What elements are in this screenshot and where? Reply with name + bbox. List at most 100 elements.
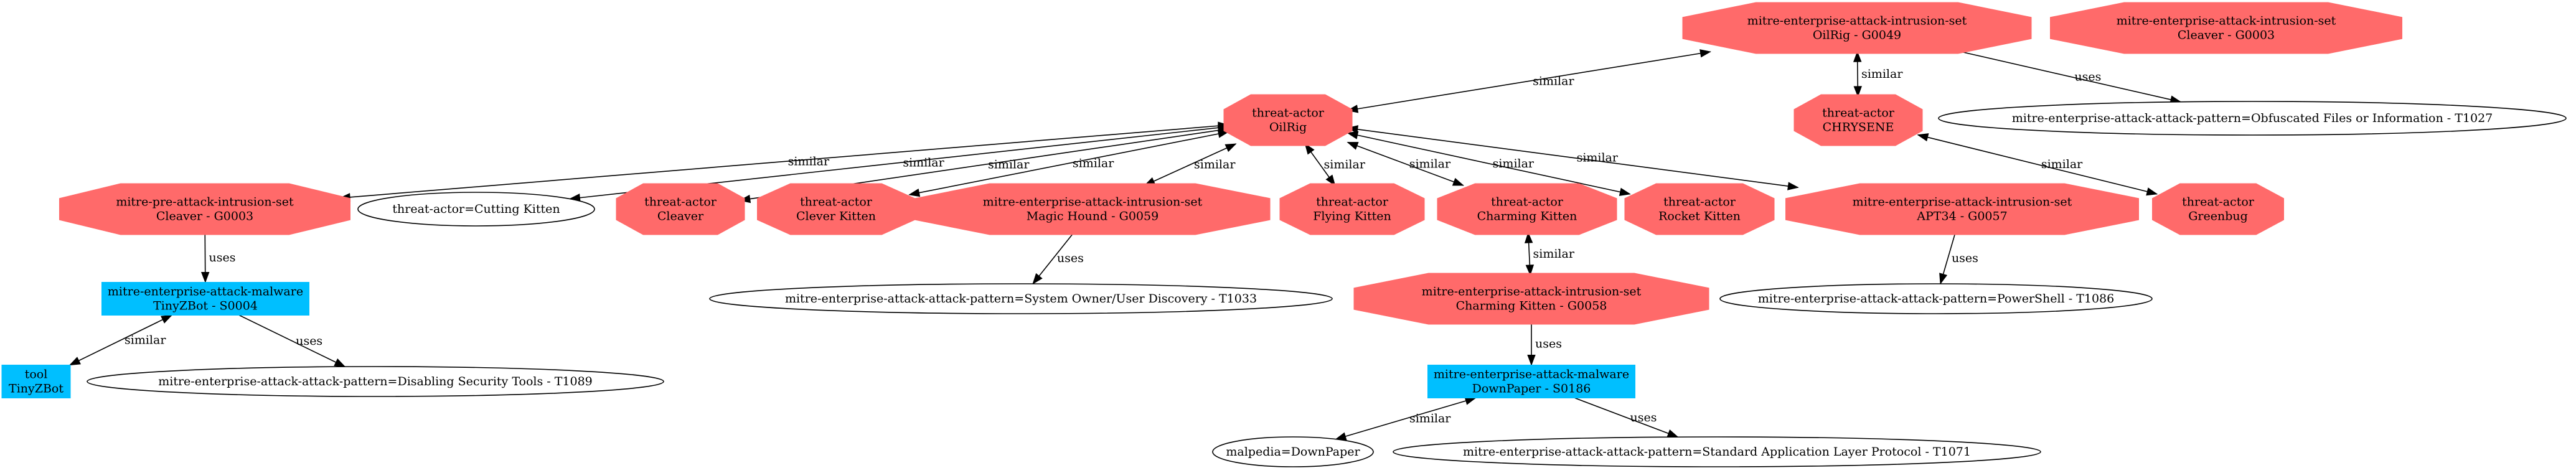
arrowhead: [1525, 265, 1535, 276]
edge-ta_oilrig-to-ta_clever_kitten: [908, 129, 1229, 197]
edge-label: similar: [2041, 157, 2083, 171]
node-shape: [59, 183, 350, 235]
edge-mal_downpaper-to-malpedia_downpaper: [1335, 396, 1477, 441]
edge-line: [1960, 51, 2181, 103]
node-name-label: Cleaver: [657, 210, 704, 223]
edge-line: [1917, 134, 2158, 195]
node-malpedia-downpaper[interactable]: malpedia=DownPaper: [1212, 436, 1374, 467]
node-name-label: Charming Kitten: [1477, 210, 1577, 223]
node-name-label: Rocket Kitten: [1658, 210, 1741, 223]
node-shape: [2152, 183, 2284, 235]
node-name-label: mitre-enterprise-attack-attack-pattern=O…: [2012, 111, 2493, 125]
node-shape: [1719, 283, 2153, 314]
edge-line: [340, 124, 1229, 199]
edge-charming_kitten_g0058-to-mal_downpaper: [1527, 322, 1536, 366]
node-shape: [757, 183, 915, 235]
node-shape: [1279, 183, 1425, 235]
arrowhead: [2146, 187, 2158, 196]
node-shape: [1353, 273, 1709, 325]
arrowhead: [1917, 133, 1929, 142]
arrowhead: [1032, 273, 1043, 285]
node-type-label: threat-actor: [1822, 106, 1895, 120]
edge-line: [1347, 132, 1630, 195]
node-magic-hound[interactable]: mitre-enterprise-attack-intrusion-setMag…: [914, 183, 1271, 235]
edge-label: similar: [1409, 412, 1451, 426]
edge-label: similar: [788, 155, 830, 169]
node-name-label: malpedia=DownPaper: [1226, 445, 1360, 459]
node-name-label: APT34 - G0057: [1916, 210, 2007, 223]
arrowhead: [1666, 429, 1679, 438]
node-type-label: mitre-pre-attack-intrusion-set: [116, 195, 294, 209]
arrowhead: [68, 357, 81, 366]
node-name-label: TinyZBot - S0004: [153, 299, 258, 313]
edge-label: uses: [1630, 411, 1657, 424]
edge-apt34-to-ap_t1086: [1939, 232, 1956, 285]
node-ap-t1089[interactable]: mitre-enterprise-attack-attack-pattern=D…: [87, 366, 664, 397]
arrowhead: [200, 271, 210, 283]
edge-label: similar: [1861, 67, 1903, 81]
node-charming-kitten-g0058[interactable]: mitre-enterprise-attack-intrusion-setCha…: [1353, 273, 1709, 325]
node-mal-tinyzbot[interactable]: mitre-enterprise-attack-malwareTinyZBot …: [101, 282, 309, 316]
node-name-label: OilRig - G0049: [1813, 29, 1901, 42]
node-shape: [914, 183, 1271, 235]
node-shape: [1223, 94, 1353, 146]
edge-line: [1347, 127, 1798, 188]
node-ap-t1071[interactable]: mitre-enterprise-attack-attack-pattern=S…: [1393, 436, 2041, 467]
node-type-label: mitre-enterprise-attack-intrusion-set: [2117, 14, 2336, 28]
edge-line: [1144, 143, 1236, 186]
arrowhead: [1452, 177, 1464, 186]
node-type-label: tool: [25, 368, 48, 382]
node-cleaver-g0003-ent[interactable]: mitre-enterprise-attack-intrusion-setCle…: [2050, 2, 2402, 54]
node-ap-t1027[interactable]: mitre-enterprise-attack-attack-pattern=O…: [1938, 101, 2567, 136]
node-shape: [357, 192, 595, 227]
node-name-label: Cleaver - G0003: [156, 210, 253, 223]
node-type-label: mitre-enterprise-attack-malware: [1434, 368, 1629, 382]
node-ta-cutting-kitten[interactable]: threat-actor=Cutting Kitten: [357, 192, 595, 227]
node-type-label: threat-actor: [1252, 106, 1325, 120]
arrowhead: [1619, 187, 1631, 196]
node-type-label: threat-actor: [2182, 195, 2255, 209]
edge-label: similar: [1073, 156, 1114, 170]
node-shape: [1682, 2, 2032, 54]
node-type-label: mitre-enterprise-attack-intrusion-set: [1747, 14, 1967, 28]
nodes-layer: mitre-enterprise-attack-intrusion-setOil…: [1, 2, 2567, 467]
node-oilrig-g0049[interactable]: mitre-enterprise-attack-intrusion-setOil…: [1682, 2, 2032, 54]
edge-line: [909, 131, 1229, 195]
node-shape: [616, 183, 745, 235]
edge-line: [1335, 397, 1476, 440]
node-apt34[interactable]: mitre-enterprise-attack-intrusion-setAPT…: [1785, 183, 2139, 235]
node-ap-t1086[interactable]: mitre-enterprise-attack-attack-pattern=P…: [1719, 283, 2153, 314]
arrowhead: [1939, 273, 1948, 285]
node-shape: [87, 366, 664, 397]
node-shape: [101, 282, 309, 316]
node-type-label: threat-actor: [1491, 195, 1564, 209]
node-type-label: mitre-enterprise-attack-intrusion-set: [983, 195, 1203, 209]
edge-label: uses: [1952, 251, 1978, 265]
node-name-label: Cleaver - G0003: [2178, 29, 2275, 42]
node-shape: [2050, 2, 2402, 54]
edge-line: [1574, 397, 1678, 438]
arrowhead: [1524, 232, 1533, 243]
node-mal-downpaper[interactable]: mitre-enterprise-attack-malwareDownPaper…: [1427, 365, 1635, 398]
node-type-label: mitre-enterprise-attack-intrusion-set: [1422, 285, 1642, 299]
edge-magic_hound-to-ap_t1033: [1032, 232, 1074, 285]
arrowhead: [161, 314, 173, 324]
node-shape: [1793, 94, 1923, 146]
node-type-label: mitre-enterprise-attack-intrusion-set: [1853, 195, 2072, 209]
edge-label: similar: [1577, 151, 1619, 164]
edge-line: [1347, 51, 1711, 111]
edge-label: uses: [209, 251, 236, 265]
edge-label: similar: [1409, 157, 1451, 171]
node-ap-t1033[interactable]: mitre-enterprise-attack-attack-pattern=S…: [709, 283, 1333, 314]
